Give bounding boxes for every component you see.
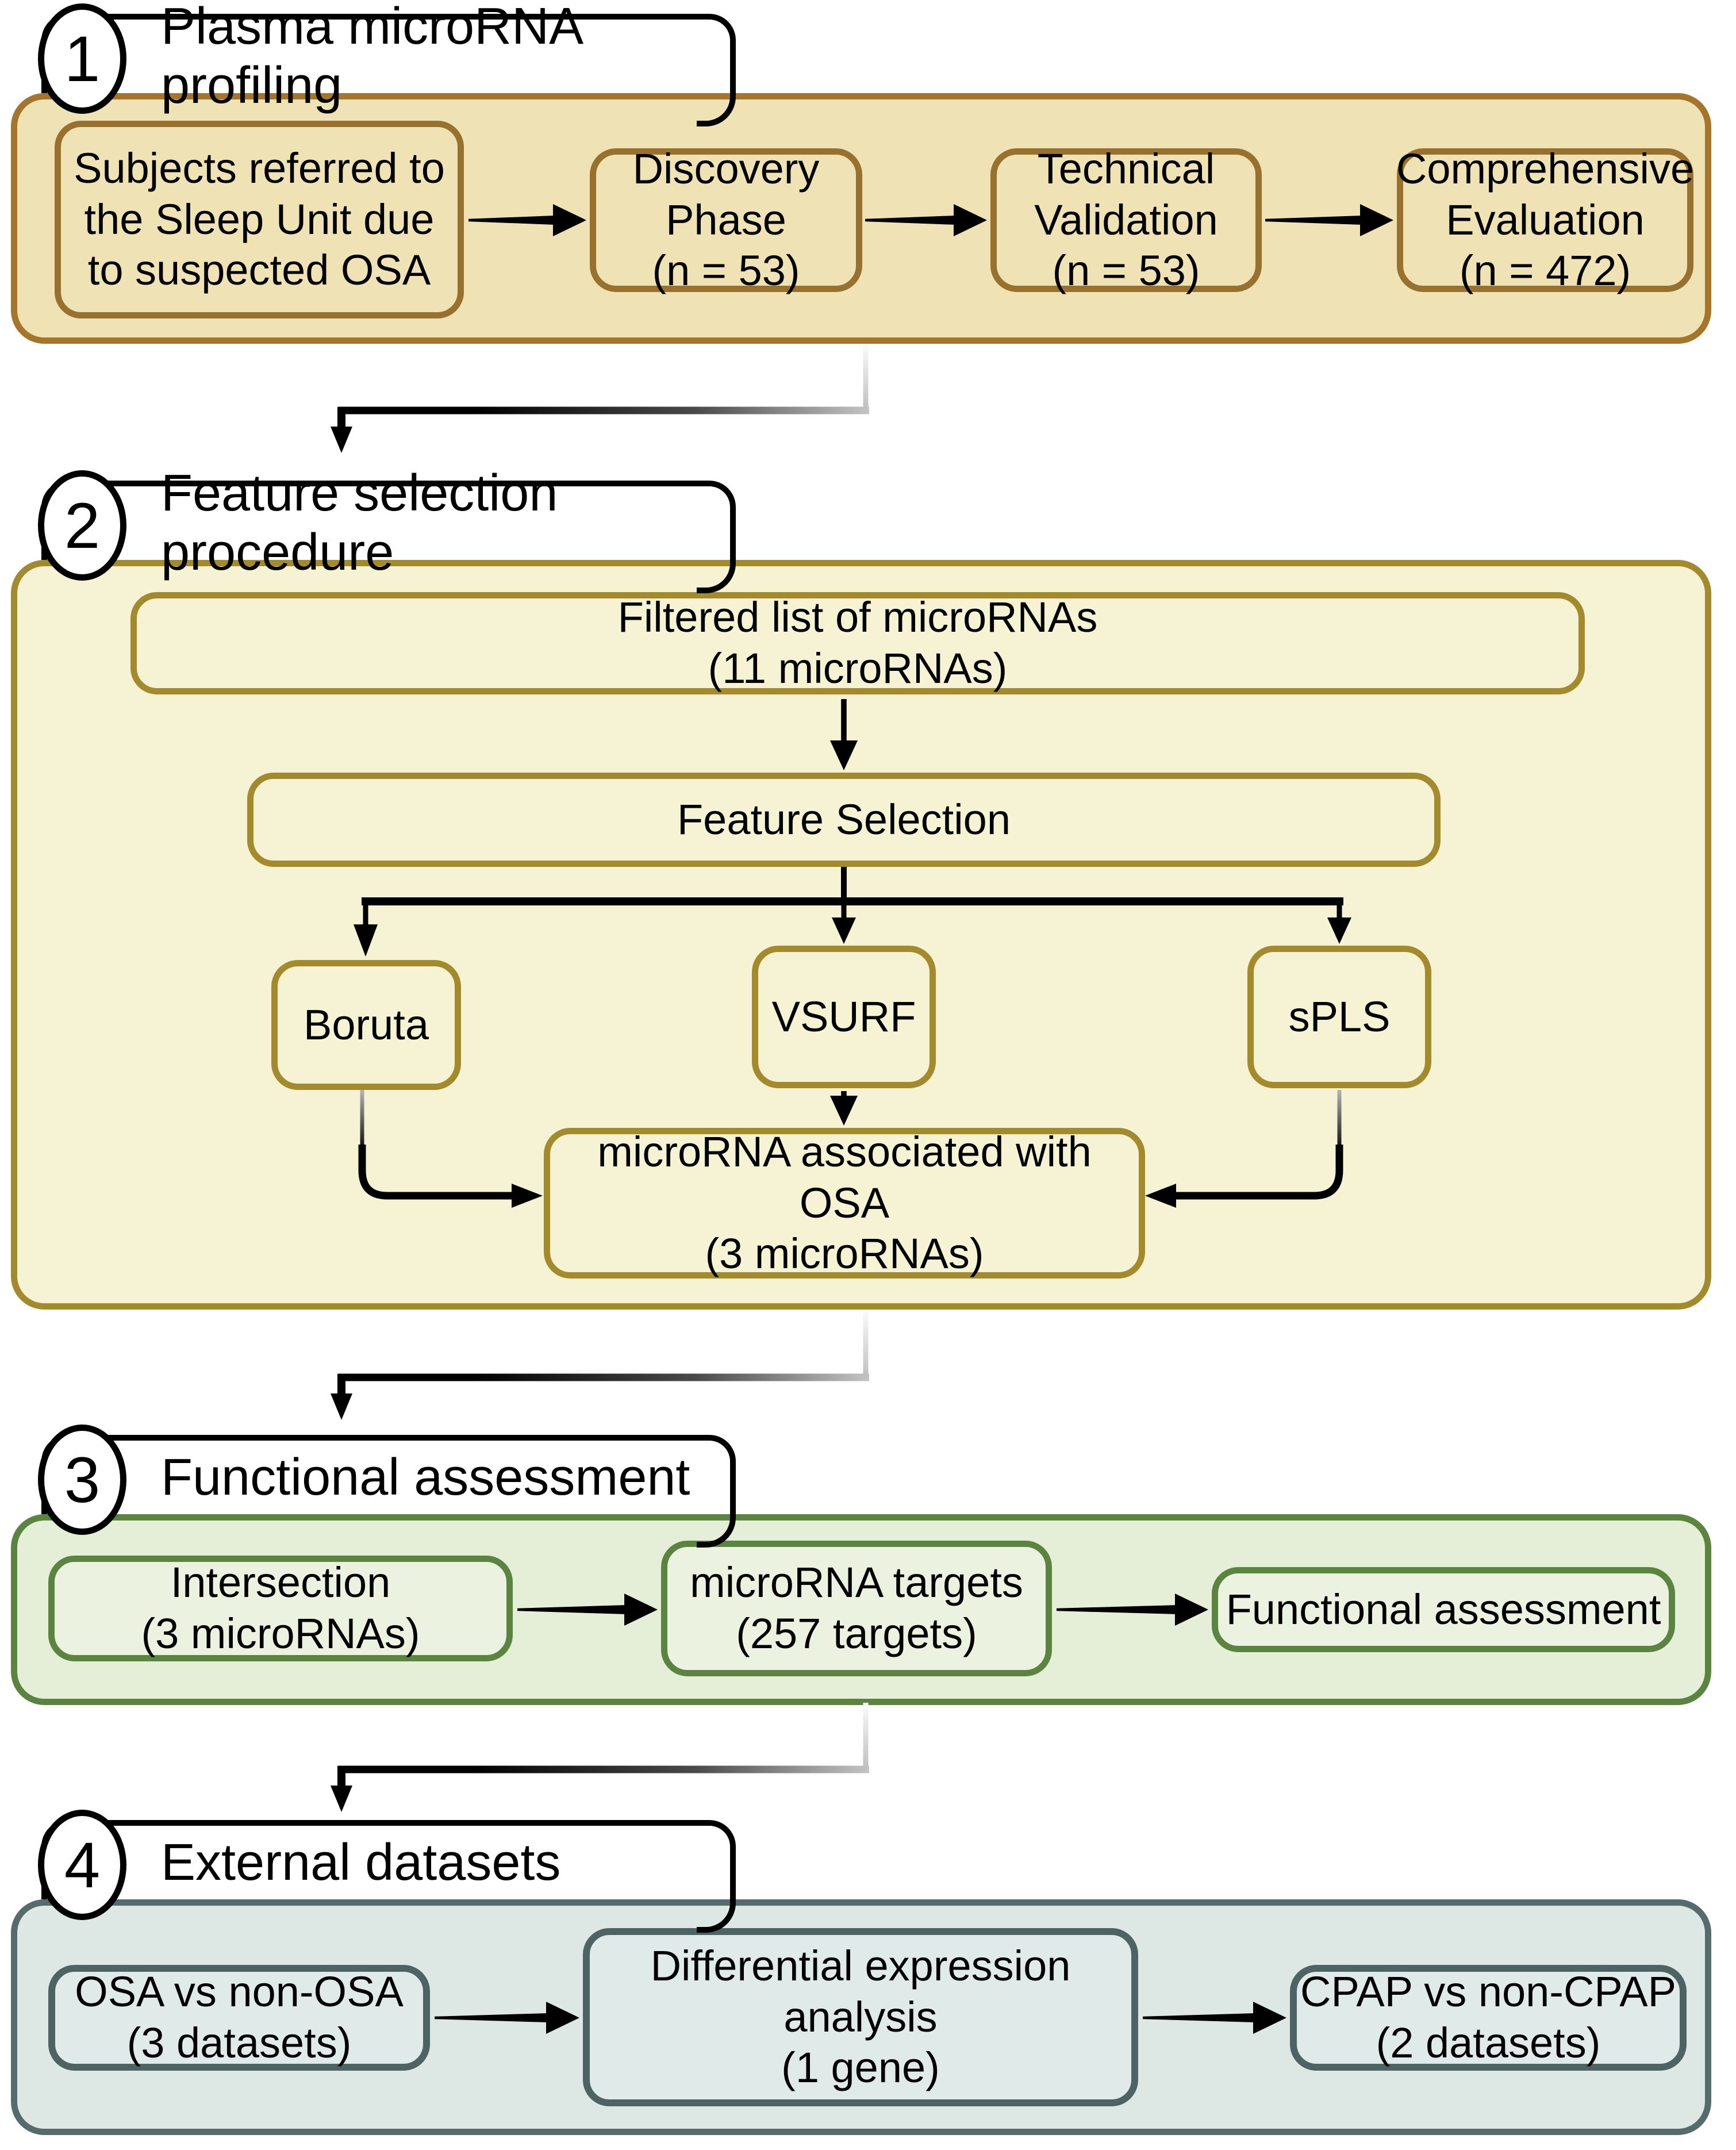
section-4-title: External datasets [161, 1833, 561, 1891]
section-1-number-badge: 1 [38, 3, 126, 114]
section-2-tab-corner [697, 555, 736, 593]
section-4-header-tab: External datasets [41, 1820, 736, 1899]
section-connector-elbow-icon [331, 344, 869, 453]
flow-box-cpap-vs-noncpap: CPAP vs non-CPAP (2 datasets) [1290, 1965, 1687, 2071]
flow-box-functional-assessment: Functional assessment [1212, 1567, 1675, 1652]
flow-box-feature-selection: Feature Selection [247, 773, 1441, 867]
section-4-tab-corner [697, 1895, 736, 1933]
section-2-header-tab: Feature selection procedure [41, 464, 736, 581]
elbow-connector-right-icon [1145, 1090, 1343, 1208]
section-4-number-badge: 4 [38, 1810, 126, 1920]
branch-split-arrows-icon [354, 867, 1351, 957]
flow-box-discovery-phase: Discovery Phase (n = 53) [590, 145, 862, 294]
section-connector-elbow-icon [331, 1311, 869, 1420]
flow-box-spls: sPLS [1247, 946, 1431, 1088]
section-3-number-badge: 3 [38, 1425, 126, 1535]
flow-box-differential-expression: Differential expression analysis (1 gene… [583, 1928, 1138, 2106]
section-3-header-tab: Functional assessment [41, 1435, 736, 1514]
flow-box-technical-validation: Technical Validation (n = 53) [990, 145, 1262, 294]
section-3-tab-corner [697, 1510, 736, 1548]
section-connector-elbow-icon [331, 1703, 869, 1812]
elbow-connector-left-icon [358, 1090, 543, 1208]
flow-box-intersection: Intersection (3 microRNAs) [48, 1556, 513, 1661]
section-1-tab-corner [697, 89, 736, 126]
flow-box-osa-vs-nonosa: OSA vs non-OSA (3 datasets) [48, 1965, 430, 2071]
section-3-title: Functional assessment [161, 1448, 690, 1506]
flow-box-boruta: Boruta [271, 960, 461, 1090]
flow-box-mirna-associated-osa: microRNA associated with OSA (3 microRNA… [544, 1128, 1145, 1279]
flow-box-vsurf: VSURF [752, 946, 936, 1088]
flow-box-filtered-list: Filtered list of microRNAs (11 microRNAs… [130, 592, 1585, 694]
flow-box-comprehensive-evaluation: Comprehensive Evaluation (n = 472) [1396, 144, 1695, 295]
flow-box-subjects: Subjects referred to the Sleep Unit due … [55, 121, 464, 318]
section-2-title: Feature selection procedure [161, 464, 558, 581]
section-1-title: Plasma microRNA profiling [161, 0, 581, 114]
flow-box-mirna-targets: microRNA targets (257 targets) [661, 1541, 1052, 1676]
section-1-header-tab: Plasma microRNA profiling [41, 0, 736, 114]
section-2-number-badge: 2 [38, 470, 126, 581]
